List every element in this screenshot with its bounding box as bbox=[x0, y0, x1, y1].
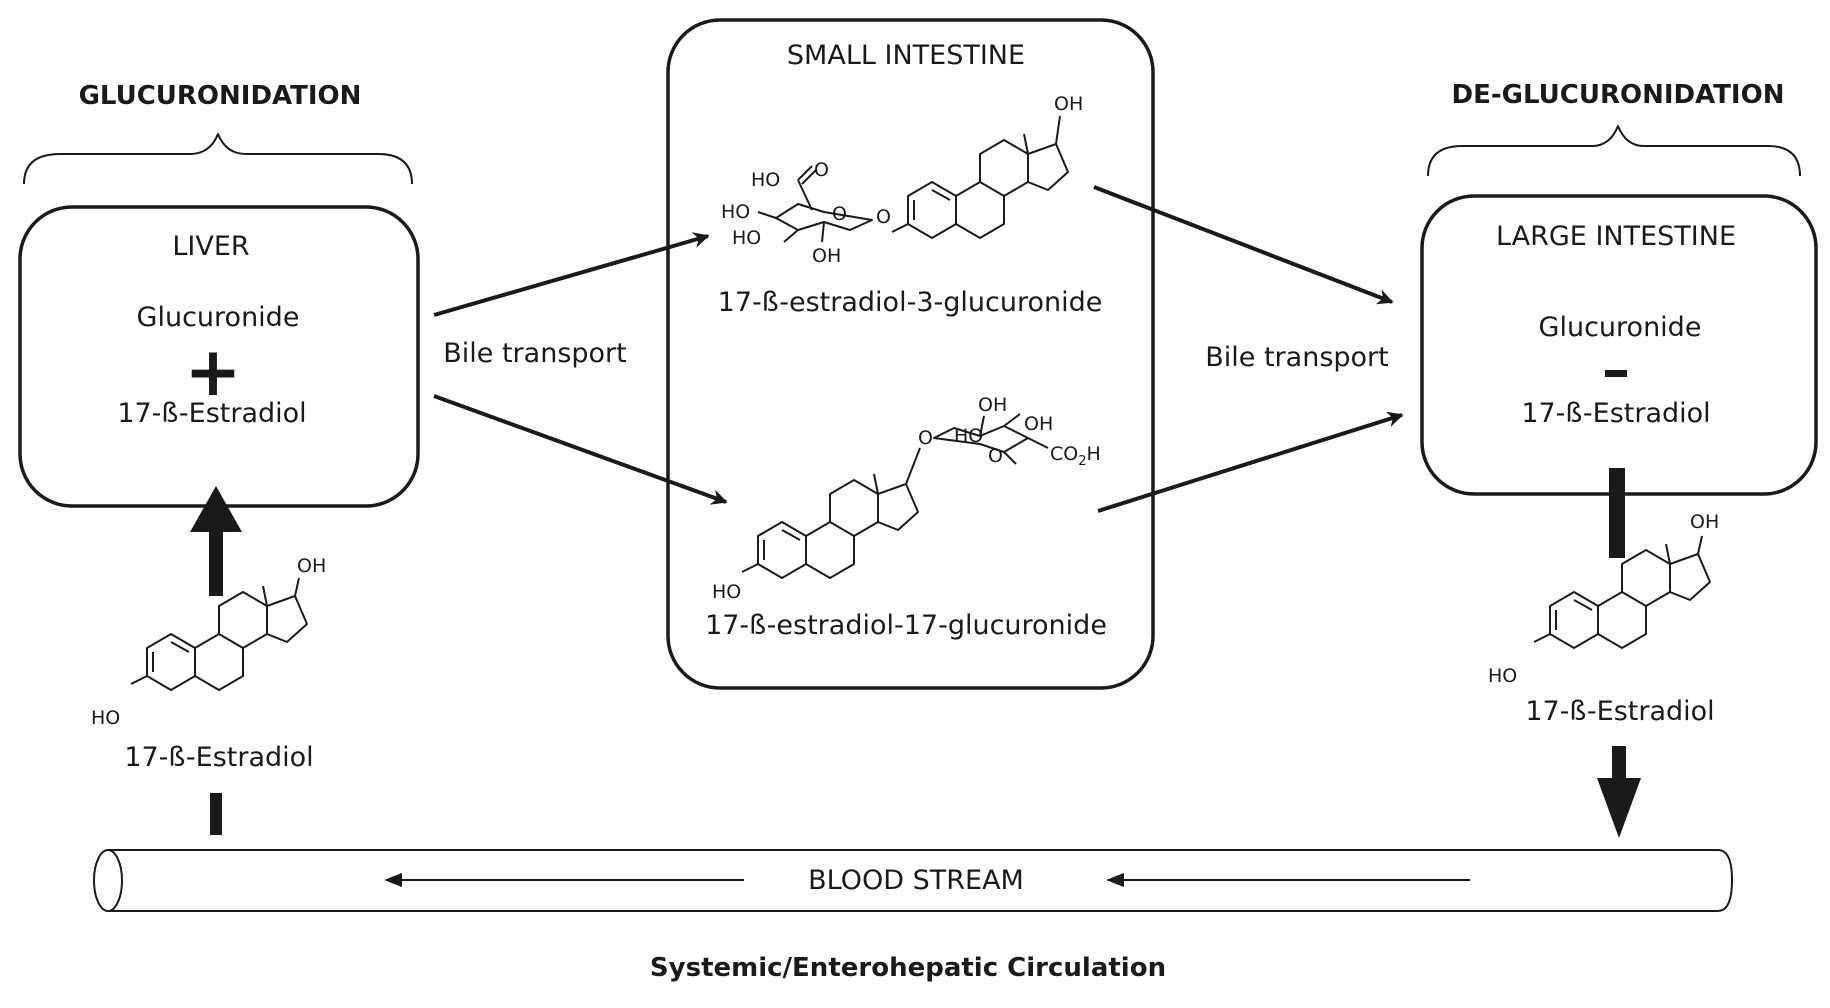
o-ring-label: O bbox=[832, 203, 847, 225]
ho-label: HO bbox=[712, 581, 741, 603]
liver-up-arrow-shaft bbox=[209, 528, 223, 596]
minus-sign bbox=[1605, 370, 1627, 377]
bile-arrow-liver-to-bottom bbox=[433, 394, 728, 505]
ho-label: HO bbox=[1488, 665, 1517, 687]
blood-to-estradiol-bar-left bbox=[210, 793, 222, 835]
co2h-label: CO2H bbox=[1050, 443, 1101, 469]
ho-label: HO bbox=[751, 169, 780, 191]
down-arrow-head bbox=[1597, 778, 1641, 838]
small-intestine-box bbox=[666, 18, 1155, 690]
ho-label: HO bbox=[721, 201, 750, 223]
down-arrow-shaft bbox=[1612, 746, 1626, 782]
liver-title: LIVER bbox=[172, 231, 249, 262]
small-intestine-title: SMALL INTESTINE bbox=[787, 40, 1025, 71]
circulation-heading: Systemic/Enterohepatic Circulation bbox=[650, 953, 1166, 983]
bile-transport-left-label: Bile transport bbox=[443, 338, 626, 369]
free-estradiol-left-label: 17-ß-Estradiol bbox=[124, 742, 313, 773]
o-linker-label: O bbox=[876, 206, 891, 228]
right-brace bbox=[1427, 125, 1801, 177]
bile-transport-right-label: Bile transport bbox=[1205, 342, 1388, 373]
liver-up-arrow-head bbox=[190, 486, 242, 532]
large-intestine-estradiol: 17-ß-Estradiol bbox=[1521, 398, 1710, 429]
oh-label: OH bbox=[978, 394, 1007, 416]
bile-arrow-liver-to-top bbox=[433, 232, 710, 317]
glucuronidation-heading: GLUCURONIDATION bbox=[79, 81, 362, 111]
blood-stream-label: BLOOD STREAM bbox=[808, 865, 1024, 896]
de-glucuronidation-heading: DE-GLUCURONIDATION bbox=[1452, 80, 1785, 110]
ho-label: HO bbox=[954, 425, 983, 447]
ho-label: HO bbox=[732, 227, 761, 249]
large-intestine-title: LARGE INTESTINE bbox=[1496, 221, 1736, 252]
oh-label: OH bbox=[812, 245, 841, 267]
bile-arrow-bottom-to-large bbox=[1097, 411, 1404, 513]
estradiol-structure-left: OH HO bbox=[91, 555, 326, 729]
oh-label: OH bbox=[297, 555, 326, 577]
compound-17-glucuronide-label: 17-ß-estradiol-17-glucuronide bbox=[705, 610, 1107, 641]
estradiol-3-glucuronide-structure: OH O HO O HO HO OH O bbox=[721, 93, 1083, 267]
liver-estradiol: 17-ß-Estradiol bbox=[117, 398, 306, 429]
oh-label: OH bbox=[1690, 511, 1719, 533]
o-label: O bbox=[814, 159, 829, 181]
left-brace bbox=[23, 133, 413, 185]
estradiol-17-glucuronide-structure: HO O HO OH OH O CO2H bbox=[712, 394, 1101, 603]
liver-glucuronide: Glucuronide bbox=[137, 302, 300, 333]
free-estradiol-right-label: 17-ß-Estradiol bbox=[1525, 696, 1714, 727]
oh-label: OH bbox=[1024, 413, 1053, 435]
ho-label: HO bbox=[91, 707, 120, 729]
blood-stream-tube bbox=[93, 849, 1733, 912]
large-intestine-glucuronide: Glucuronide bbox=[1539, 312, 1702, 343]
plus-sign: + bbox=[185, 333, 242, 412]
bile-arrow-top-to-large bbox=[1093, 185, 1394, 305]
o-ring-label: O bbox=[988, 445, 1003, 467]
compound-3-glucuronide-label: 17-ß-estradiol-3-glucuronide bbox=[718, 287, 1103, 318]
estradiol-structure-right: OH HO bbox=[1488, 511, 1719, 687]
o-linker-label: O bbox=[918, 427, 933, 449]
oh-label: OH bbox=[1054, 93, 1083, 115]
large-intestine-bar bbox=[1609, 468, 1625, 558]
